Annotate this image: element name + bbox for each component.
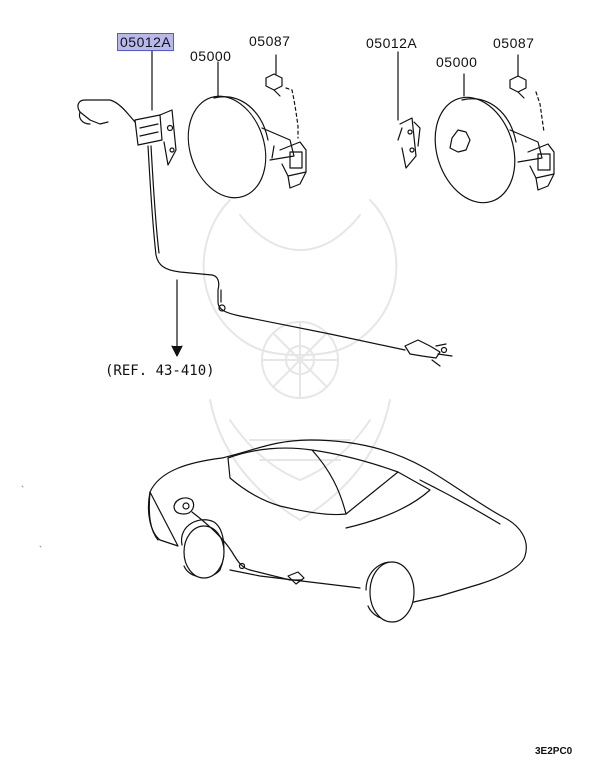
right-release-cable — [397, 51, 421, 169]
right-fuel-lid — [434, 73, 555, 204]
callout-left-screw: 05087 — [249, 33, 291, 49]
lid-opening — [449, 129, 471, 153]
car-cable — [191, 511, 303, 581]
reference-label: (REF. 43-410) — [105, 363, 215, 379]
car-fuel-door — [173, 497, 195, 515]
left-fuel-lid — [187, 61, 307, 199]
release-handle — [134, 114, 163, 146]
callout-right-screw: 05087 — [493, 35, 535, 51]
diagram-code: 3E2PC0 — [535, 746, 573, 757]
car-window — [227, 447, 399, 516]
callout-right-release-cable: 05012A — [366, 35, 418, 51]
callout-right-fuel-lid: 05000 — [436, 54, 478, 70]
right-screw — [509, 54, 545, 133]
release-cable — [147, 145, 406, 351]
callout-left-fuel-lid: 05000 — [190, 48, 232, 64]
margin-marks — [21, 485, 42, 548]
left-screw — [265, 54, 299, 139]
left-release-cable-assembly — [77, 49, 453, 367]
ref-arrow-head — [171, 345, 183, 357]
car-outline — [147, 439, 527, 623]
callout-left-release-cable[interactable]: 05012A — [117, 33, 175, 51]
watermark-emblem — [202, 199, 398, 521]
